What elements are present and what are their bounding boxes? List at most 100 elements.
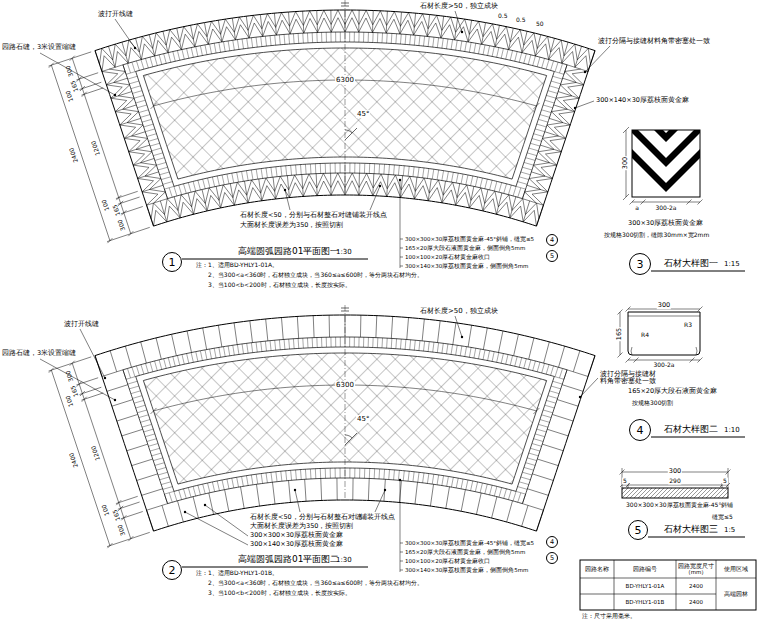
leader-dot (114, 94, 116, 96)
callout-circle: 3 (629, 253, 651, 275)
leader-dot (579, 396, 581, 398)
scale-text: 1:15 (724, 260, 740, 268)
annotation: 300×140×30厚荔枝面黄金麻，侧面倒角5mm (405, 263, 528, 269)
annotation: 100×100×20厚石材黄金麻收口 (405, 558, 490, 564)
dimension-chain (49, 52, 150, 243)
annotation: 100×100×20厚石材黄金麻收口 (405, 254, 490, 260)
dimension-arc (151, 80, 540, 109)
dimension-text: 300 (622, 156, 629, 170)
dimension-text: 100 (101, 503, 111, 516)
annotation: 波打开线缝 (98, 10, 133, 18)
annotation: 按规格300切割，缝隙30mm×宽2mm (604, 232, 709, 239)
annotation: 300×300×30厚荔枝面黄金麻 (250, 532, 343, 539)
note-text: 3、当100<b<200时，石材独立成块，长度按实际。 (208, 282, 351, 289)
annotation: 波打分隔与接缝材料角带密塞处一致 (600, 371, 662, 386)
table-cell: 2400 (678, 583, 714, 589)
dimension-text: 1200 (90, 139, 101, 156)
drawing-title: 石材大样图一 (664, 258, 718, 268)
note-text: 注：1、适用BD-YHLY1-01B。 (196, 570, 278, 577)
annotation: 园路石缝，3米设置缩缝 (2, 44, 76, 51)
stone-detail-two (618, 307, 703, 363)
dimension-line (620, 468, 731, 488)
dimension-text: 165 (616, 327, 623, 341)
stone-detail-one (623, 99, 703, 205)
callout-number: 5 (550, 555, 554, 562)
leader-line (40, 11, 610, 572)
leader-dot (284, 189, 286, 191)
annotation: 0.5 (516, 17, 526, 24)
callout-number: 3 (637, 259, 644, 270)
table-cell: BD-YHLY1-01B (616, 599, 674, 605)
table-border (580, 560, 756, 610)
callout-circle: 4 (629, 419, 651, 441)
leader-dot (384, 489, 386, 491)
dimension-arc (151, 385, 540, 414)
annotation: 300×140×30厚荔枝面黄金麻 (596, 97, 689, 104)
stone-outline (628, 312, 700, 355)
chevron-group (632, 130, 700, 192)
dimension-text: 6300 (335, 76, 355, 84)
annotation: 铺装开线点 (352, 212, 387, 219)
dimension-text: 300 (65, 369, 75, 382)
leader-dot (294, 489, 296, 491)
leader-dot (574, 107, 576, 109)
dimension-text: 290 (668, 478, 681, 485)
callout-number: 5 (635, 525, 642, 536)
leader-dot (461, 31, 463, 33)
annotation: 45° (356, 415, 370, 423)
dimension-text: 300 (668, 468, 682, 475)
leader-dot (379, 185, 381, 187)
dimension-text: R4 (641, 332, 649, 339)
dimension-line (623, 127, 703, 205)
annotation: 园路石缝，3米设置缩缝 (2, 350, 76, 357)
dimension-line (618, 307, 703, 363)
angle-mark (345, 128, 357, 140)
dimension-text: 300 (65, 64, 75, 77)
table-cell: 使用区域 (718, 566, 754, 572)
callout-circle: 5 (546, 552, 558, 564)
leader-dot (461, 336, 463, 338)
callout-circle: 1 (162, 252, 182, 272)
stone-detail-three (620, 468, 731, 498)
annotation: 165×20厚大段石液面黄金麻，侧面倒角5mm (405, 549, 525, 555)
annotation: 165×20厚大段石液面黄金麻，侧面倒角5mm (405, 245, 525, 251)
annotation: 300×300×30厚荔枝面黄金麻-45°斜铺 (626, 502, 733, 509)
annotation: 165×20厚大段石液面黄金麻 (628, 388, 717, 395)
scale-text: 1:5 (724, 526, 735, 534)
table-cell: 2400 (678, 599, 714, 605)
drawing-title: 高端圆弧园路01平面图一 (238, 246, 339, 256)
callout-number: 4 (550, 539, 554, 546)
leader-dot (184, 511, 186, 513)
road-table (580, 560, 756, 610)
scale-text: 1:30 (336, 248, 352, 256)
annotation: 石材长度<50，分别与石材整石对缝 (240, 212, 352, 219)
annotation: 300×140×30厚荔枝面黄金麻，侧面倒角5mm (405, 567, 528, 573)
drawing-title: 高端圆弧园路01平面图二 (238, 554, 339, 564)
table-cell: 园路宽度尺寸（mm） (678, 563, 714, 576)
table-grid (580, 560, 756, 610)
callout-number: 2 (169, 565, 176, 576)
note-text: 注：1、适用BD-YHLY1-01A。 (196, 262, 278, 269)
leader-dot (104, 377, 106, 379)
annotation: 按规格300切割 (632, 400, 673, 407)
leader-dot (114, 399, 116, 401)
dimension-text: 165 (111, 508, 121, 521)
dimension-text: 300 (117, 219, 127, 232)
callout-circle: 4 (546, 234, 558, 246)
dimension-text: 6300 (335, 381, 355, 389)
annotation: 铺装开线点 (360, 514, 395, 521)
callout-number: 1 (169, 257, 176, 268)
annotation: 大面材长度误差为350，按照切割 (250, 523, 353, 530)
dimension-text: 300-2a (655, 205, 676, 212)
annotation: 0.5 (498, 13, 508, 20)
title-underline (182, 259, 745, 567)
dimension-text: a (635, 205, 639, 212)
annotation: 45° (356, 110, 370, 118)
table-cell: BD-YHLY1-01A (616, 583, 674, 589)
table-cell: 园路编号 (616, 566, 674, 572)
dimension-text: 5 (622, 478, 628, 485)
annotation: 缝宽≤5 (712, 514, 733, 521)
